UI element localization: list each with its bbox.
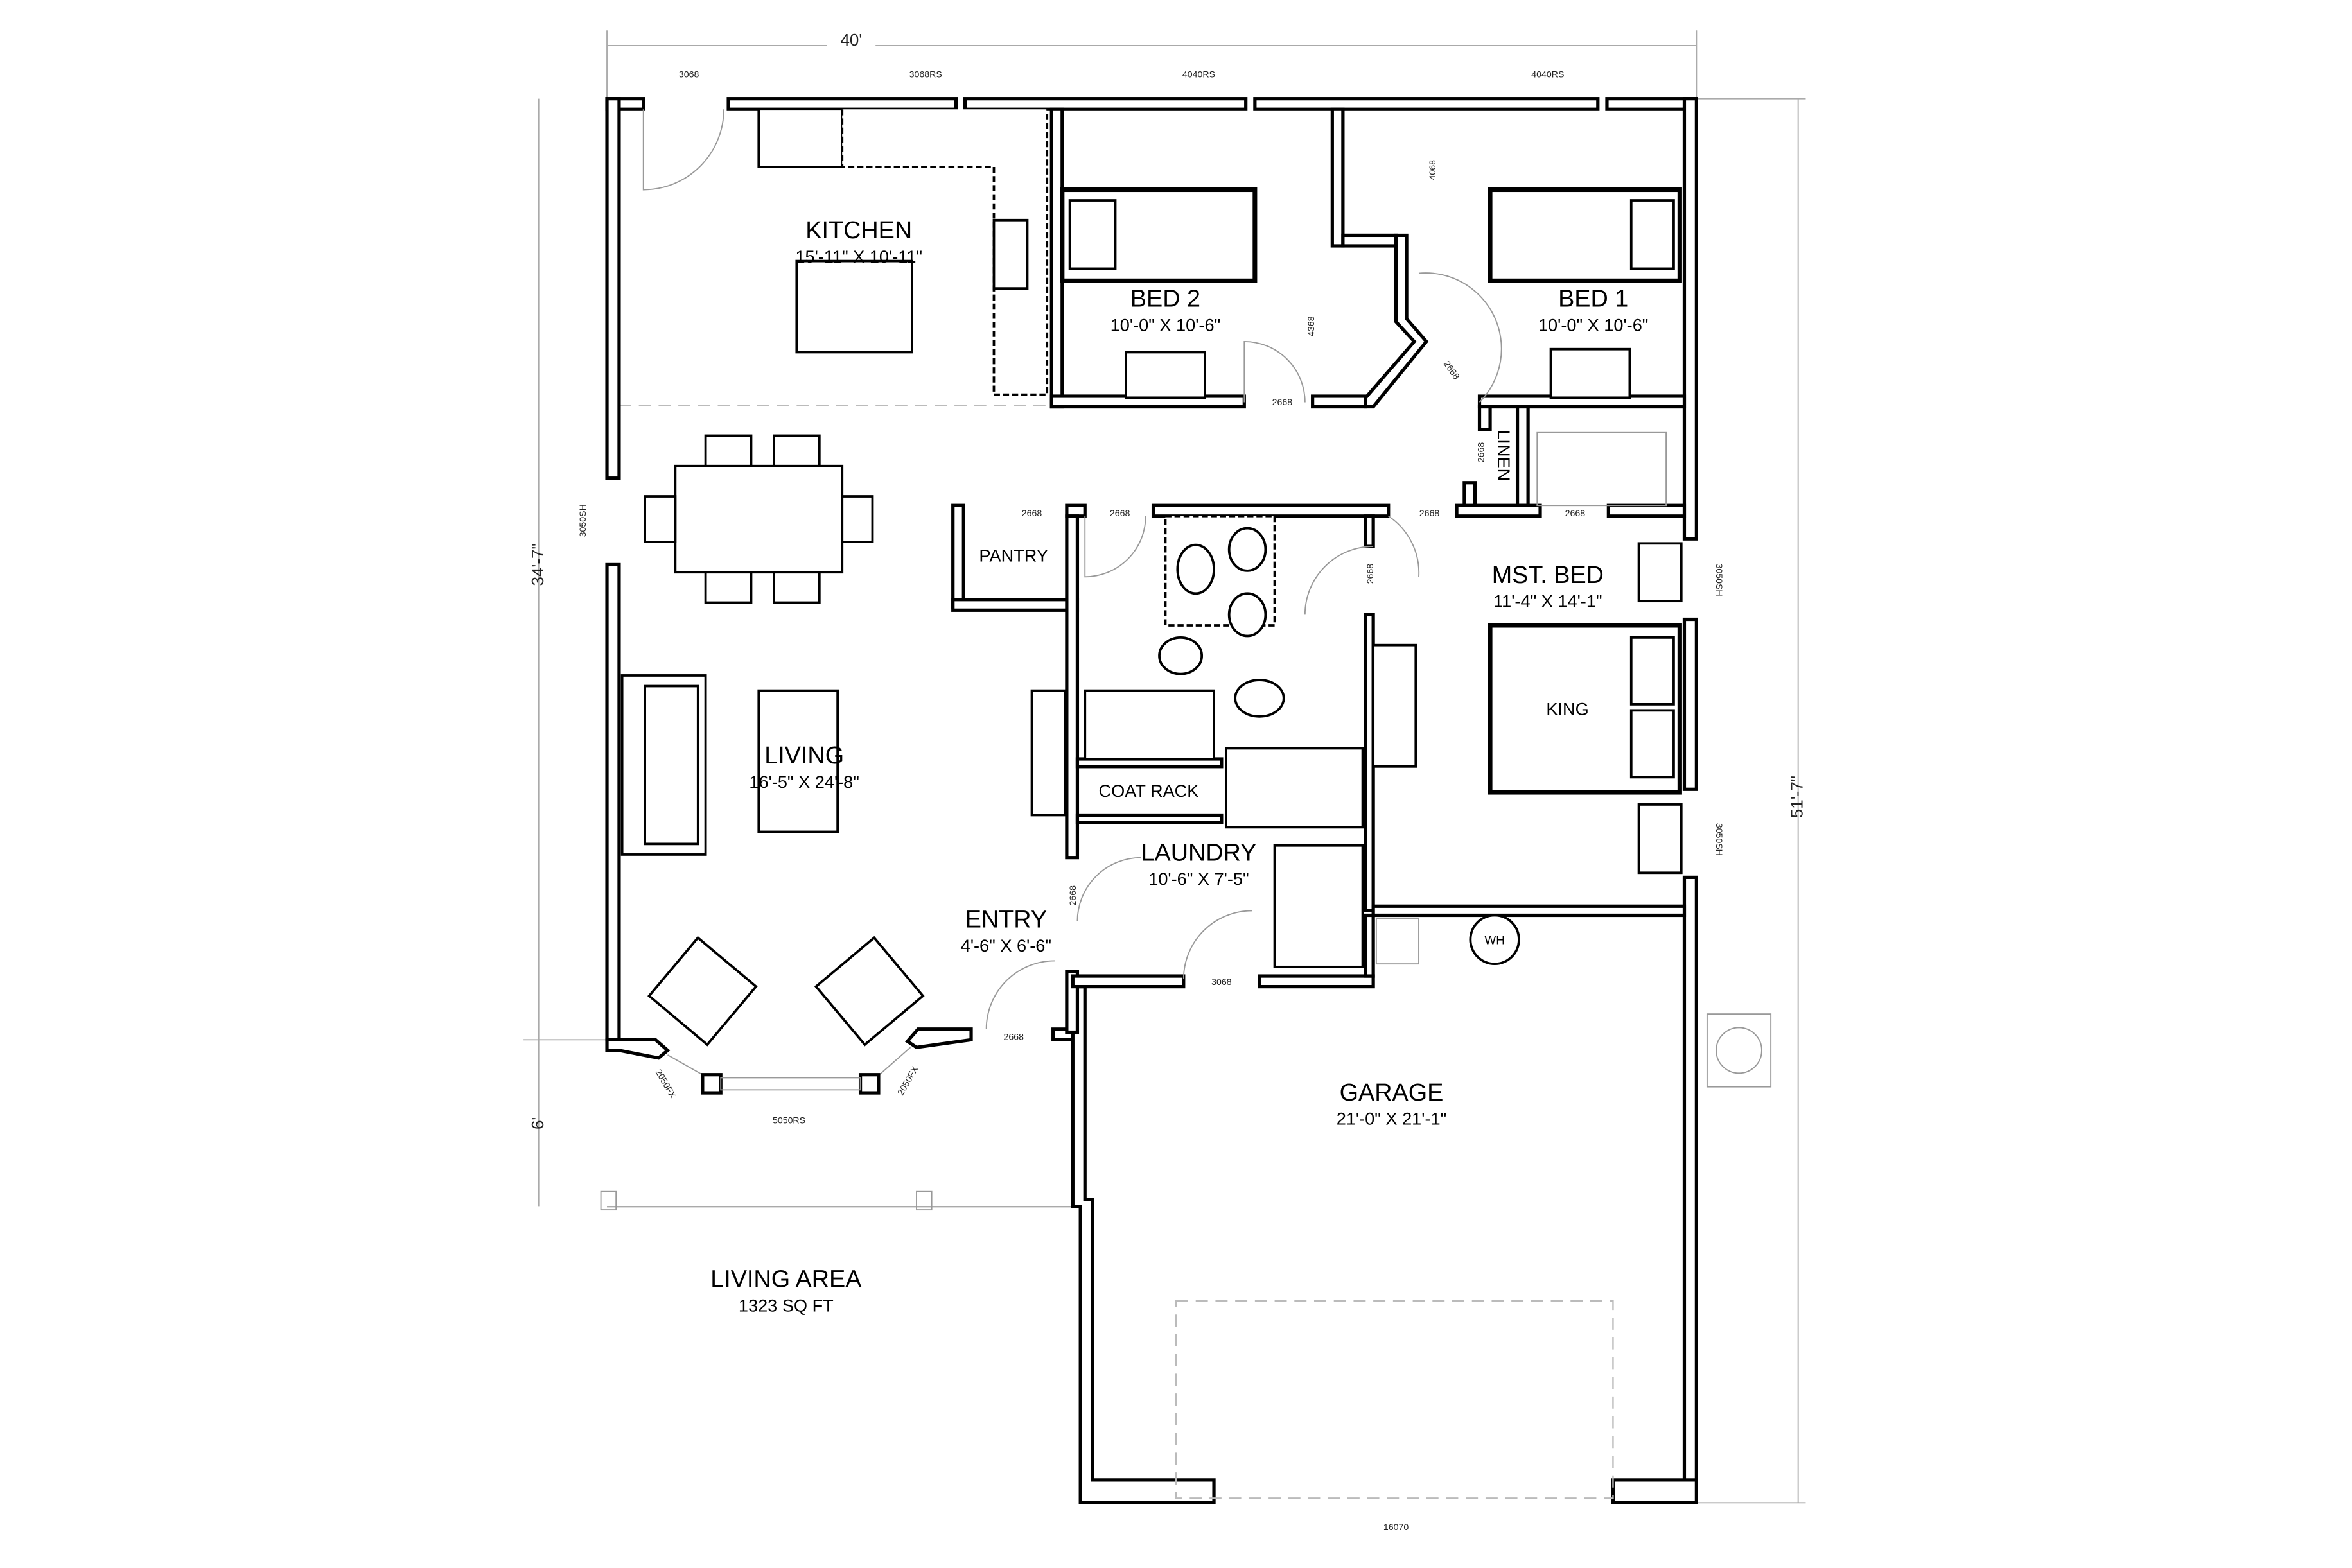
range-icon	[992, 218, 1029, 290]
svg-text:2668: 2668	[1441, 359, 1461, 381]
king-label: KING	[1546, 699, 1588, 719]
washer-dryer	[1273, 844, 1364, 968]
entry-label: ENTRY	[965, 906, 1047, 933]
coat-rack-label: COAT RACK	[1099, 781, 1199, 801]
svg-text:5050RS: 5050RS	[773, 1115, 805, 1126]
living-area-label: LIVING AREA	[710, 1266, 862, 1293]
porch-depth: 6'	[528, 1117, 547, 1129]
svg-text:16070: 16070	[1383, 1522, 1409, 1533]
laundry-label: LAUNDRY	[1141, 839, 1256, 866]
svg-text:4040RS: 4040RS	[1182, 70, 1215, 80]
svg-text:2668: 2668	[1477, 442, 1487, 463]
svg-text:3050SH: 3050SH	[1714, 563, 1724, 596]
bath-fixtures	[1084, 431, 1772, 1499]
svg-text:3068: 3068	[1211, 977, 1232, 988]
armchair	[814, 936, 925, 1047]
overall-depth: 51'-7"	[1787, 776, 1807, 818]
dresser	[1030, 689, 1067, 817]
svg-text:3050SH: 3050SH	[1714, 823, 1724, 856]
entry-size: 4'-6" X 6'-6"	[961, 936, 1051, 955]
bed2-size: 10'-0" X 10'-6"	[1110, 315, 1221, 335]
opening-labels: 3068 3068RS 4040RS 4040RS 3050SH 3050SH …	[578, 70, 1724, 1533]
living-area-value: 1323 SQ FT	[739, 1295, 834, 1315]
water-heater	[1469, 914, 1520, 966]
water-heater-stand	[1375, 918, 1419, 965]
svg-text:2050FX: 2050FX	[896, 1065, 921, 1097]
garage-label: GARAGE	[1340, 1079, 1444, 1106]
bed1-size: 10'-0" X 10'-6"	[1538, 315, 1649, 335]
closet-shelf	[1536, 431, 1667, 507]
mst-bed-size: 11'-4" X 14'-1"	[1493, 591, 1602, 611]
svg-text:2668: 2668	[1419, 509, 1440, 519]
dresser	[1372, 643, 1417, 768]
pantry-label: PANTRY	[979, 546, 1048, 566]
svg-text:2668: 2668	[1110, 509, 1130, 519]
svg-text:3068: 3068	[679, 70, 699, 80]
porch-post	[600, 1190, 617, 1211]
armchair	[647, 936, 758, 1047]
sink-icon	[1176, 543, 1215, 595]
svg-text:2668: 2668	[1003, 1032, 1024, 1042]
living-size: 16'-5" X 24'-8"	[749, 772, 859, 792]
laundry-size: 10'-6" X 7'-5"	[1148, 869, 1249, 889]
bay-window	[667, 1047, 911, 1095]
bedroom-furniture	[1030, 187, 1683, 875]
porch-post	[916, 1190, 933, 1211]
linen-label: LINEN	[1494, 430, 1514, 481]
interior-walls	[951, 107, 1687, 1034]
svg-text:2668: 2668	[1022, 509, 1042, 519]
refrigerator	[757, 108, 844, 168]
kitchen-island	[795, 259, 913, 354]
shower	[1225, 747, 1364, 829]
bed1-label: BED 1	[1558, 286, 1628, 313]
bathtub	[1084, 689, 1215, 760]
kitchen-fixtures	[757, 108, 1049, 396]
kitchen-size: 15'-11" X 10'-11"	[795, 247, 922, 266]
exterior-walls	[605, 97, 1698, 1504]
living-label: LIVING	[764, 742, 844, 769]
bed2-label: BED 2	[1130, 286, 1200, 313]
ac-unit-icon	[1706, 1013, 1772, 1088]
mst-bed-label: MST. BED	[1492, 562, 1604, 589]
dimension-lines	[523, 30, 1806, 1504]
toilet-icon	[1158, 636, 1204, 675]
svg-text:4368: 4368	[1306, 316, 1317, 336]
garage-car-outline	[1175, 1300, 1614, 1499]
svg-text:2668: 2668	[1365, 564, 1376, 584]
svg-text:2668: 2668	[1068, 885, 1078, 906]
door-swings	[642, 109, 1502, 1029]
living-furniture	[620, 674, 925, 1047]
left-depth: 34'-7"	[528, 543, 547, 586]
toilet-icon	[1234, 679, 1285, 718]
svg-text:3050SH: 3050SH	[578, 504, 588, 537]
garage-size: 21'-0" X 21'-1"	[1337, 1109, 1447, 1129]
svg-text:4040RS: 4040RS	[1531, 70, 1564, 80]
svg-text:4068: 4068	[1428, 160, 1438, 180]
svg-text:2668: 2668	[1565, 509, 1586, 519]
room-labels: KITCHEN 15'-11" X 10'-11" BED 2 10'-0" X…	[710, 217, 1648, 1315]
svg-text:2668: 2668	[1272, 397, 1293, 408]
coffee-table	[757, 689, 839, 833]
wh-label: WH	[1484, 934, 1504, 947]
svg-text:2050FX: 2050FX	[653, 1068, 678, 1101]
kitchen-label: KITCHEN	[805, 217, 912, 244]
overall-width: 40'	[840, 30, 862, 49]
dining-set	[644, 434, 874, 604]
svg-text:3068RS: 3068RS	[909, 70, 942, 80]
